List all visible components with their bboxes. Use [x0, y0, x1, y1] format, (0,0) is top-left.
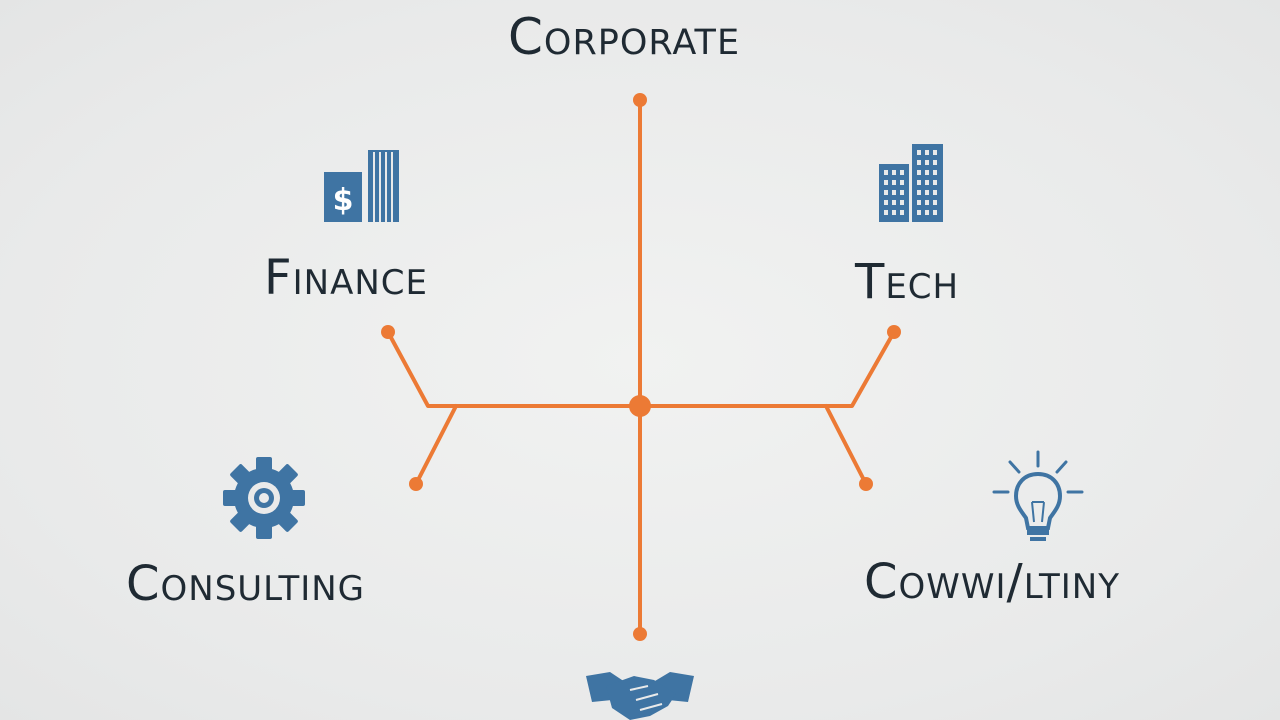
right-branch [638, 330, 896, 408]
node-label-finance: Finance [264, 250, 428, 306]
lightbulb-icon [992, 450, 1084, 541]
node-center [629, 395, 651, 417]
node-bottom [633, 627, 647, 641]
left-branch [386, 330, 642, 408]
handshake-icon [586, 672, 694, 720]
finance-building-dollar-icon: $ [324, 150, 399, 222]
node-label-consulting: Consulting [126, 556, 366, 612]
node-lower-right [859, 477, 873, 491]
node-upper-left [381, 325, 395, 339]
node-label-community: Cowwi/ltiny [864, 554, 1120, 610]
node-top [633, 93, 647, 107]
gear-icon [223, 457, 305, 539]
right-lower-branch [824, 404, 868, 486]
office-buildings-icon [879, 144, 943, 222]
node-label-corporate: Corporate [508, 8, 741, 66]
node-lower-left [409, 477, 423, 491]
node-label-tech: Tech [855, 254, 960, 310]
svg-text:$: $ [333, 183, 354, 218]
connector-lines [386, 98, 896, 636]
left-lower-branch [414, 404, 458, 486]
node-upper-right [887, 325, 901, 339]
connector-nodes [381, 93, 901, 641]
